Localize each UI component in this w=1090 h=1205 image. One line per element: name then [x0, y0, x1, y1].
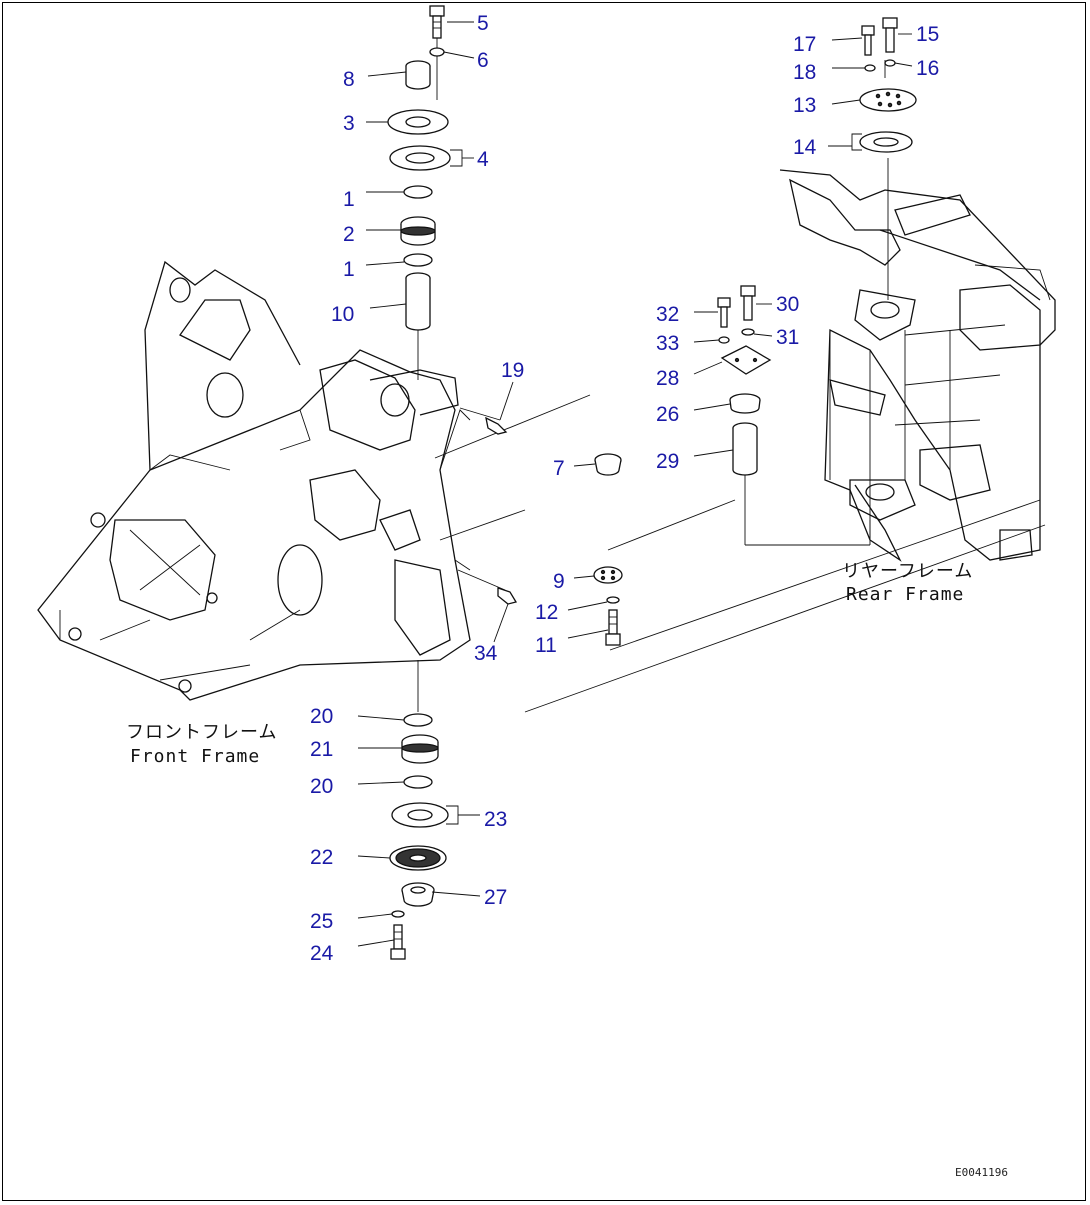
middle-parts: [593, 453, 623, 646]
part-label-15: 15: [916, 23, 939, 46]
part-label-28: 28: [656, 367, 679, 390]
part-label-26: 26: [656, 403, 679, 426]
bolt-11: [605, 609, 621, 646]
bolt-24: [390, 924, 406, 960]
leader-lines: [357, 21, 913, 947]
bearing-21: [401, 734, 439, 764]
lower-pivot-stack: [389, 713, 449, 960]
part-label-2: 2: [343, 223, 355, 246]
bushing-8: [405, 60, 431, 90]
rear-frame-label-jp: リヤーフレーム: [842, 561, 973, 582]
plate-22: [389, 845, 447, 871]
plate-13: [859, 88, 917, 112]
part-label-33: 33: [656, 332, 679, 355]
part-label-17: 17: [793, 33, 816, 56]
shim-23: [391, 802, 449, 828]
part-label-18: 18: [793, 61, 816, 84]
front-frame-drawing: [37, 260, 471, 701]
pin-29: [732, 422, 758, 476]
part-label-1: 1: [343, 188, 355, 211]
part-label-32: 32: [656, 303, 679, 326]
oring-1-upper: [403, 185, 433, 199]
part-label-14: 14: [793, 136, 817, 159]
bushing-26: [729, 393, 761, 414]
part-label-8: 8: [343, 68, 355, 91]
bolt-32: [717, 297, 731, 328]
part-label-9: 9: [553, 570, 565, 593]
drawing-code: E0041196: [955, 1166, 1008, 1179]
part-label-19: 19: [501, 359, 524, 382]
part-label-1: 1: [343, 258, 355, 281]
part-label-30: 30: [776, 293, 799, 316]
part-label-22: 22: [310, 846, 333, 869]
bolt-30: [740, 285, 756, 321]
bolt-15: [882, 17, 898, 53]
part-label-25: 25: [310, 910, 333, 933]
oring-1-lower: [403, 253, 433, 267]
washer-31: [741, 328, 755, 336]
plate-3: [387, 109, 449, 135]
upper-pivot-stack: [387, 5, 451, 331]
part-label-21: 21: [310, 738, 333, 761]
part-label-12: 12: [535, 601, 558, 624]
frame-labels: フロントフレーム Front Frame リヤーフレーム Rear Frame: [126, 561, 973, 767]
part-label-27: 27: [484, 886, 507, 909]
bolt-17: [861, 25, 875, 56]
bolt-5: [429, 5, 445, 39]
pin-10: [405, 272, 431, 331]
part-label-23: 23: [484, 808, 507, 831]
part-label-10: 10: [331, 303, 354, 326]
grease-fitting-19: [485, 416, 508, 435]
shim-14: [859, 131, 913, 153]
part-label-4: 4: [477, 148, 489, 171]
part-number-labels: 5 6 8 3 4 1 2 1 10 19 7 9 12 11 34 20 21…: [310, 12, 939, 965]
part-label-24: 24: [310, 942, 334, 965]
washer-33: [718, 336, 730, 344]
washer-6: [429, 47, 445, 57]
washer-16: [884, 59, 896, 67]
part-label-3: 3: [343, 112, 355, 135]
rear-pivot-parts: [717, 17, 917, 476]
front-frame-label-jp: フロントフレーム: [126, 722, 277, 743]
part-label-5: 5: [477, 12, 489, 35]
plate-9: [593, 566, 623, 584]
rear-frame-label-en: Rear Frame: [846, 584, 964, 605]
retainer-27: [401, 882, 435, 907]
part-label-6: 6: [477, 49, 489, 72]
part-label-31: 31: [776, 326, 799, 349]
part-label-13: 13: [793, 94, 816, 117]
part-label-16: 16: [916, 57, 939, 80]
shim-4: [389, 145, 451, 171]
bearing-2: [400, 216, 436, 246]
part-label-29: 29: [656, 450, 679, 473]
front-frame-label-en: Front Frame: [130, 746, 260, 767]
part-label-11: 11: [535, 634, 557, 657]
centerlines: [417, 38, 1046, 713]
washer-18: [864, 64, 876, 72]
oring-20-lower: [403, 775, 433, 789]
nut-7: [594, 453, 622, 476]
rear-frame-drawing: [779, 169, 1056, 562]
washer-12: [606, 596, 620, 604]
part-label-34: 34: [474, 642, 498, 665]
washer-25: [391, 910, 405, 918]
plate-28: [720, 345, 772, 375]
part-label-7: 7: [553, 457, 565, 480]
grease-fitting-34: [497, 587, 518, 605]
part-label-20: 20: [310, 705, 333, 728]
oring-20-upper: [403, 713, 433, 727]
part-label-20: 20: [310, 775, 333, 798]
